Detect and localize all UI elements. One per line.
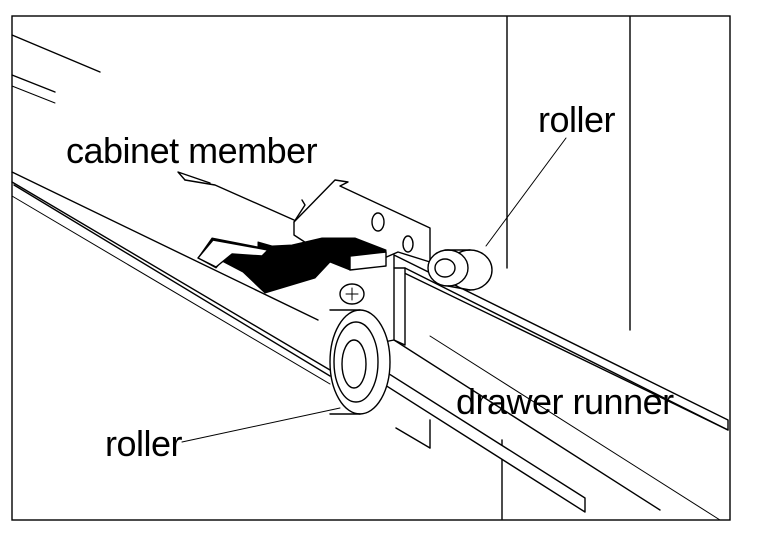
roller-bottom: [329, 309, 391, 415]
roller-bottom-leader: [181, 407, 341, 443]
roller-top: [427, 249, 493, 291]
roller-top-leader: [485, 137, 567, 247]
label-roller-top: roller: [538, 99, 616, 140]
label-drawer-runner: drawer runner: [456, 381, 674, 422]
screw: [339, 283, 365, 305]
drawer-runner-rail: [332, 254, 729, 521]
label-cabinet-member: cabinet member: [66, 130, 318, 171]
label-roller-bottom: roller: [105, 423, 183, 464]
